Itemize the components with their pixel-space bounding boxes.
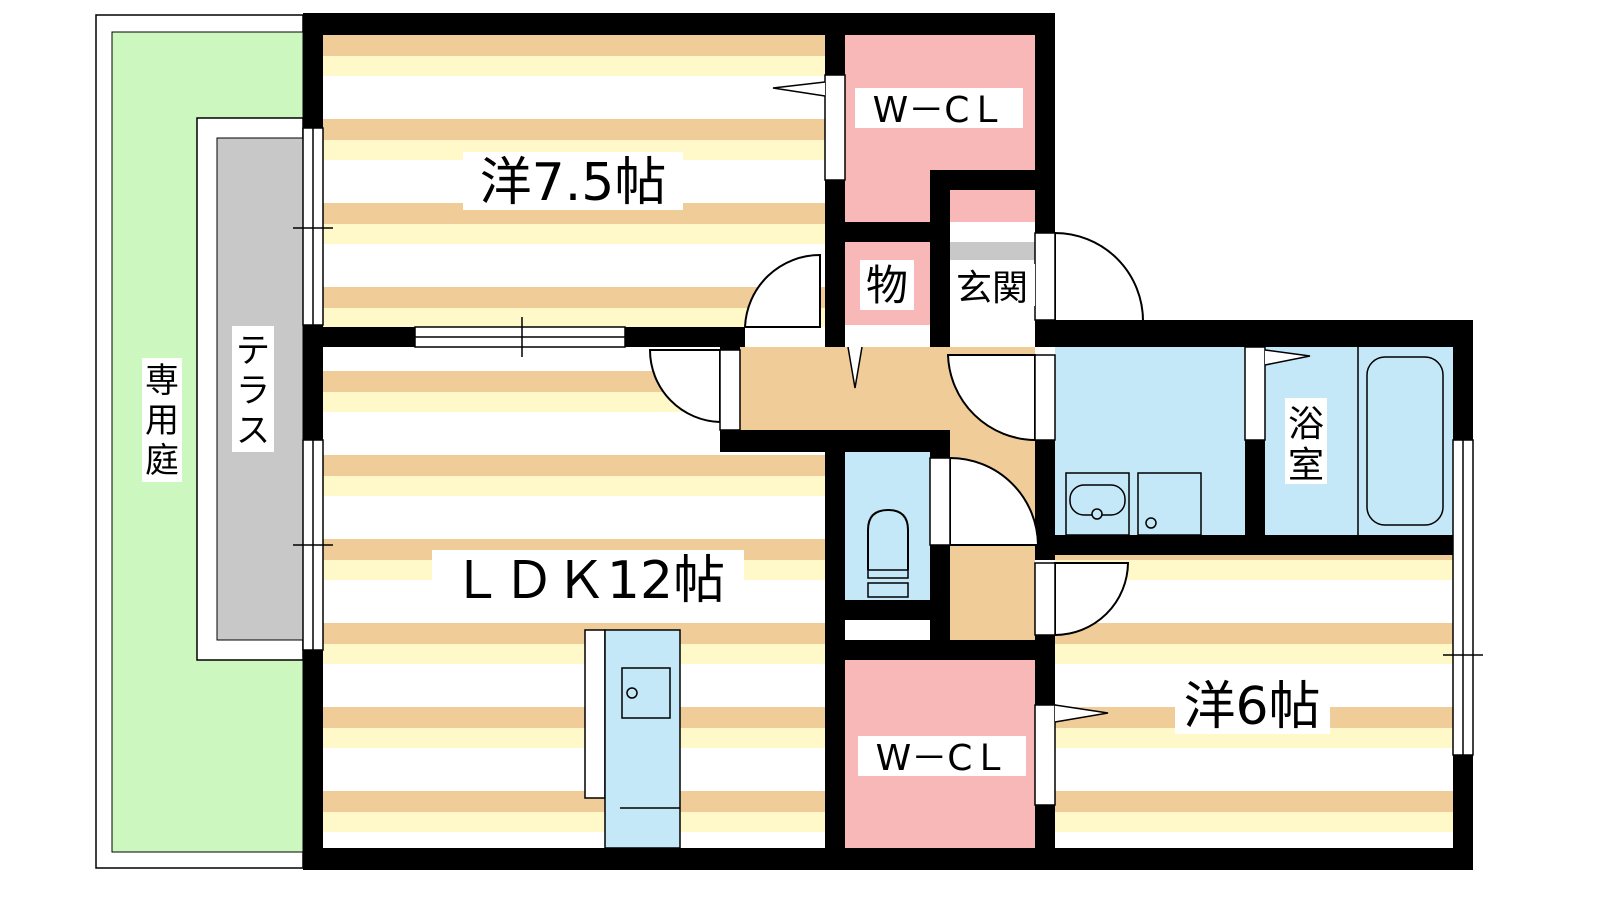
bedroom-7-5-label: 洋7.5帖 — [480, 153, 667, 213]
bath-label-1: 浴 — [1288, 404, 1324, 445]
wcl-bottom-label: W－CＬ — [876, 738, 1009, 779]
door-ldk-frame — [719, 349, 741, 431]
closet-door-bottom[interactable] — [1034, 704, 1109, 806]
garden-label-1: 専 — [145, 361, 179, 401]
bedroom-6-label: 洋6帖 — [1183, 677, 1320, 737]
terrace: テ ラ ス — [196, 117, 304, 661]
kitchen-counter — [584, 629, 681, 849]
wcl-top-label: W－CＬ — [873, 90, 1006, 131]
toilet-icon — [867, 508, 909, 598]
bathtub-icon — [1357, 347, 1444, 535]
garden-label-3: 庭 — [145, 441, 179, 481]
bathroom-door[interactable] — [1244, 346, 1311, 441]
toilet-door-frame — [929, 457, 951, 546]
bedroom-6-door[interactable] — [1054, 562, 1130, 637]
door-ldk[interactable] — [648, 349, 721, 424]
washroom-door-frame — [1034, 354, 1056, 441]
entrance-label: 玄関 — [956, 268, 1028, 309]
window-ldk[interactable] — [293, 439, 333, 651]
entrance-door[interactable] — [1054, 231, 1145, 322]
window-bedroom-7-5[interactable] — [293, 127, 333, 326]
terrace-label-2: ラ — [236, 371, 270, 411]
bath-label-2: 室 — [1288, 445, 1324, 486]
washroom-floor — [1055, 347, 1245, 535]
terrace-label-1: テ — [236, 331, 270, 371]
door-bedroom-7-5[interactable] — [743, 253, 821, 328]
toilet-floor — [845, 452, 930, 600]
storage-closet-arrow — [847, 346, 863, 389]
closet-door-top[interactable] — [772, 74, 846, 181]
terrace-label-3: ス — [236, 411, 270, 451]
garden-label-2: 用 — [145, 401, 179, 441]
storage-label: 物 — [866, 261, 908, 310]
bedroom-6-door-frame — [1034, 562, 1056, 636]
window-bedroom-6[interactable] — [1443, 439, 1483, 756]
walk-in-closet-top-strip — [950, 190, 1035, 222]
ldk-label: ＬＤＫ12帖 — [451, 551, 725, 611]
walls — [303, 13, 1473, 870]
washroom-door[interactable] — [946, 354, 1036, 442]
toilet-door[interactable] — [949, 456, 1040, 546]
sliding-door-bedroom-ldk[interactable] — [414, 317, 626, 357]
entrance-door-frame — [1034, 232, 1056, 321]
